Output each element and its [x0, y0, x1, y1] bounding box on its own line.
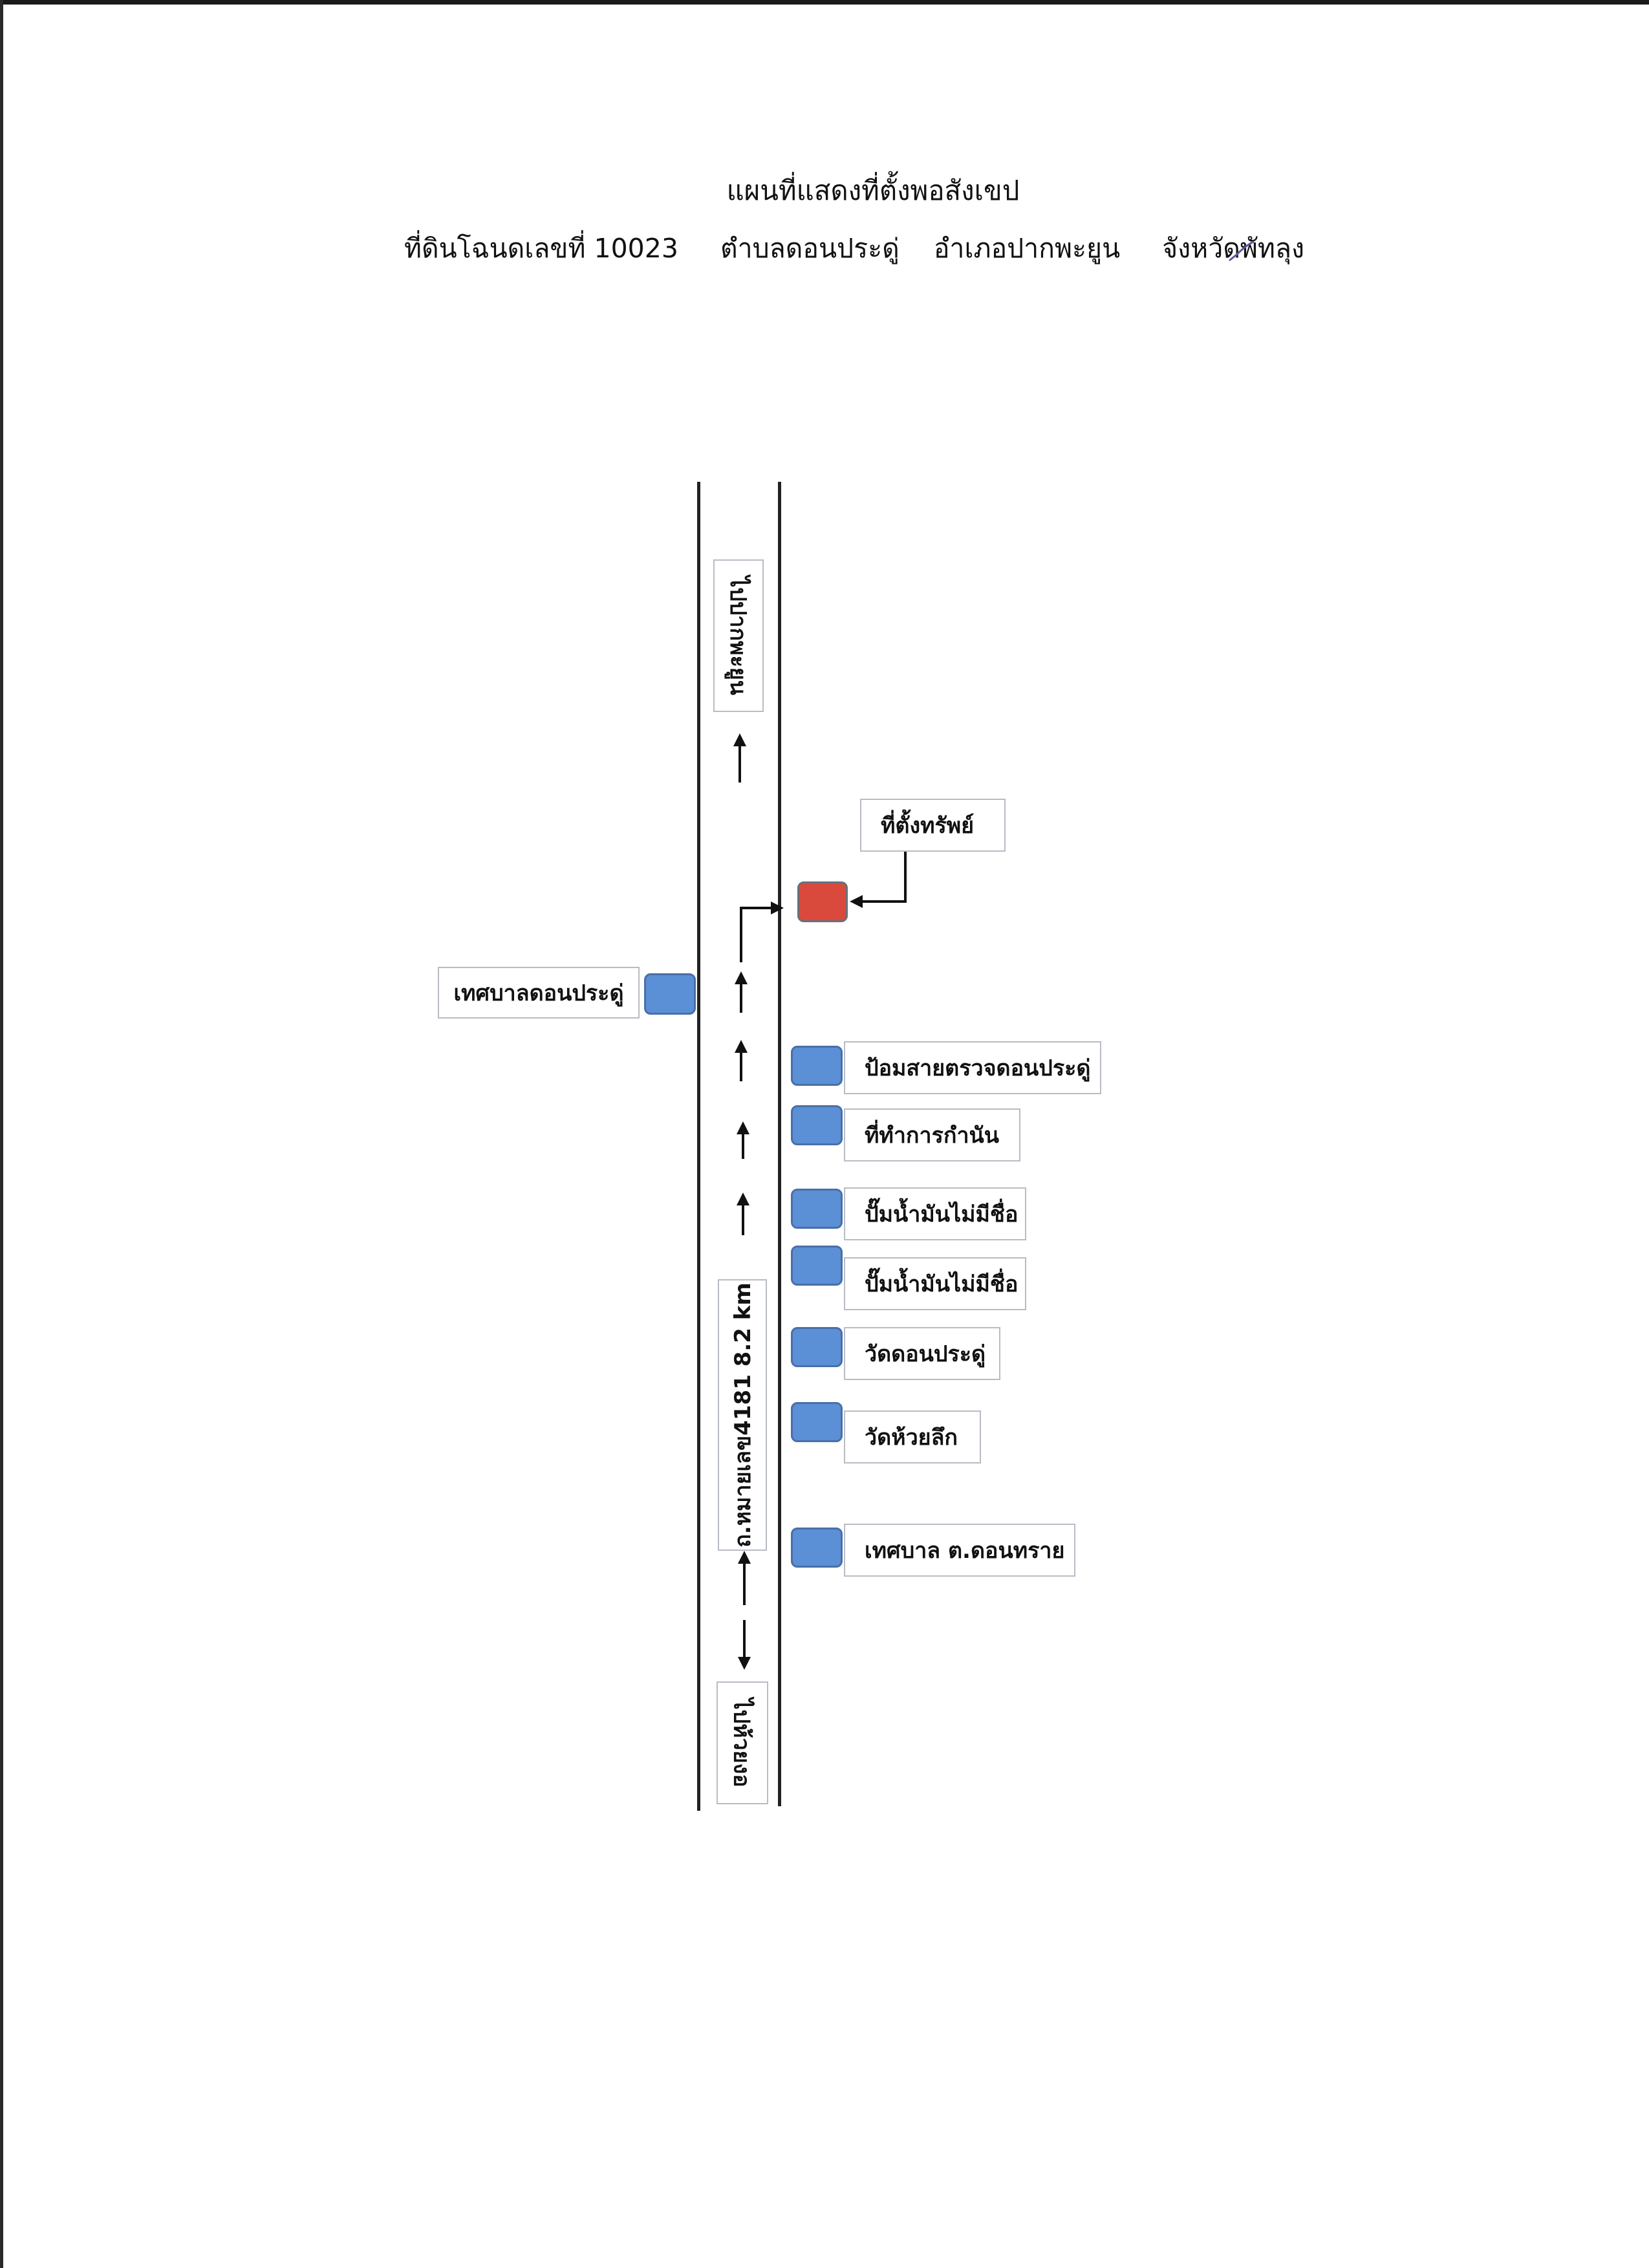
map-title: แผนที่แสดงที่ตั้งพอสังเขป: [726, 175, 1020, 206]
road-label-south: ไปห้วยงอ: [717, 1681, 768, 1804]
landmark-marker[interactable]: [791, 1105, 843, 1145]
district: อำเภอปากพะยูน: [933, 233, 1121, 264]
scan-edge-top: [0, 0, 1649, 5]
deed-number: ที่ดินโฉนดเลขที่ 10023: [404, 233, 678, 264]
landmark-marker[interactable]: [791, 1246, 843, 1286]
landmark-marker[interactable]: [791, 1046, 843, 1086]
landmark-marker[interactable]: [791, 1189, 843, 1229]
landmark-marker[interactable]: [791, 1402, 843, 1442]
property-marker[interactable]: [797, 881, 848, 922]
landmark-label: เทศบาล ต.ดอนทราย: [844, 1524, 1075, 1577]
landmark-label: วัดดอนประดู่: [844, 1327, 1000, 1380]
road-edge-right: [778, 482, 781, 1806]
landmark-marker[interactable]: [791, 1327, 843, 1367]
scan-edge-left: [0, 0, 3, 2268]
road-label-north: ไปปากพะยูน: [713, 559, 764, 712]
road-edge-left: [697, 482, 700, 1811]
province: จังหวัดพัทลุง: [1162, 233, 1305, 264]
landmark-label: ป้อมสายตรวจดอนประดู่: [844, 1041, 1101, 1094]
landmark-label: ปั๊มน้ำมันไม่มีชื่อ: [844, 1187, 1026, 1240]
landmark-label: วัดห้วยลึก: [844, 1410, 981, 1463]
arrow-from-property-label: [850, 852, 907, 908]
landmark-label: ปั๊มน้ำมันไม่มีชื่อ: [844, 1257, 1026, 1310]
landmark-label: ที่ทำการกำนัน: [844, 1108, 1020, 1161]
landmark-marker[interactable]: [791, 1528, 843, 1568]
landmark-marker-left[interactable]: [644, 973, 696, 1015]
arrow-to-property: [740, 902, 784, 962]
road-name-label: ถ.หมายเลข4181 8.2 km: [718, 1279, 767, 1551]
property-label: ที่ตั้งทรัพย์: [860, 799, 1006, 852]
map-subtitle: ที่ดินโฉนดเลขที่ 10023 ตำบลดอนประดู่ อำเ…: [404, 228, 1310, 270]
check-mark-icon: [1229, 241, 1255, 261]
subdistrict: ตำบลดอนประดู่: [720, 233, 900, 264]
landmark-label-left: เทศบาลดอนประดู่: [438, 967, 640, 1019]
